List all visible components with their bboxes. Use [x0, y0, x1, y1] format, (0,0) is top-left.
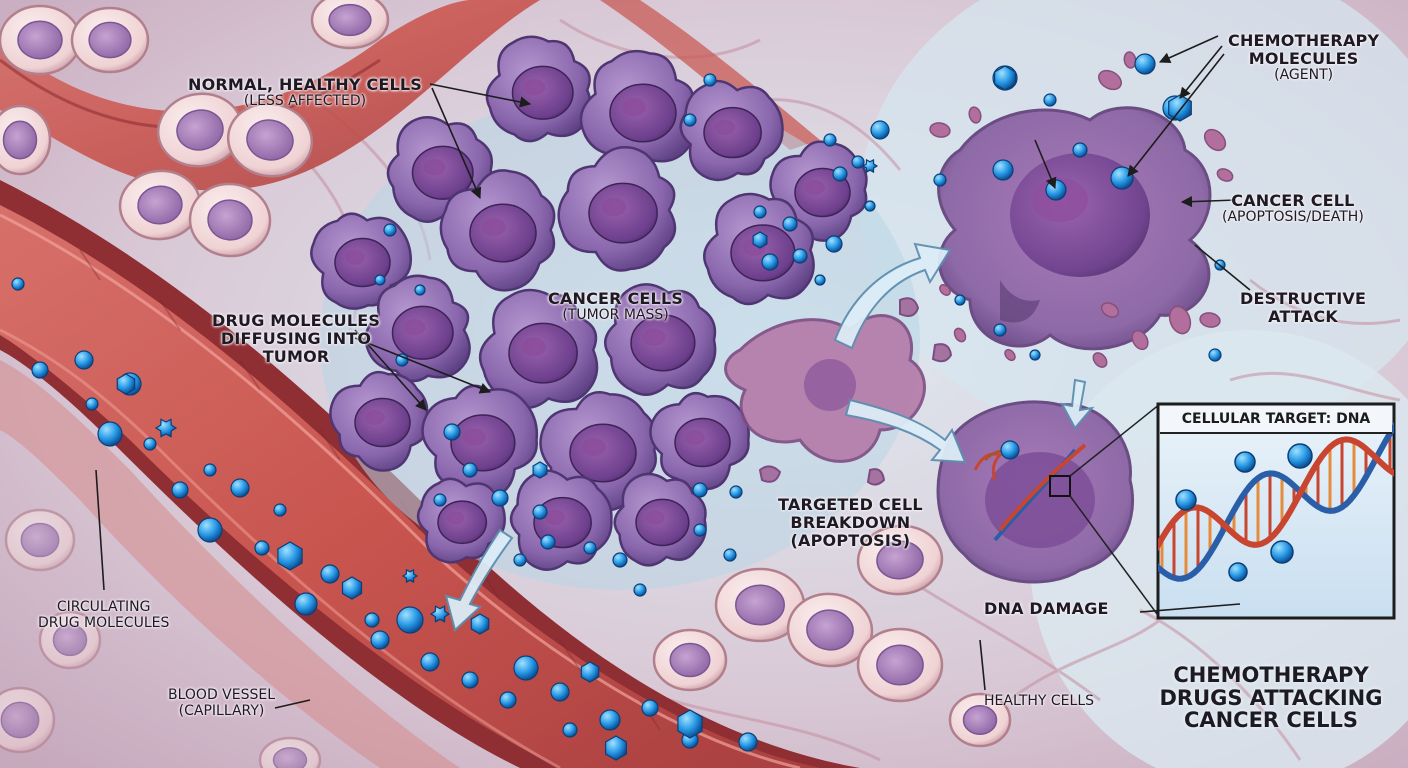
healthy-cell — [38, 610, 102, 670]
cancer-cell — [613, 472, 707, 567]
label-drug-diffusing: DRUG MOLECULES DIFFUSING INTO TUMOR — [212, 311, 381, 366]
tumor-mass — [310, 35, 868, 571]
cancer-cell — [364, 274, 471, 383]
label-normal-cells: NORMAL, HEALTHY CELLS (LESS AFFECTED) — [188, 75, 422, 109]
healthy-cell — [118, 169, 202, 241]
healthy-cell — [4, 508, 76, 572]
healthy-cell — [652, 628, 728, 692]
cancer-cell — [579, 49, 696, 167]
upper-vessel — [0, 0, 540, 191]
cancer-cell — [439, 169, 556, 292]
cancer-cell — [329, 370, 429, 472]
leader-lines — [95, 35, 1251, 709]
dna-damage-cell — [936, 400, 1135, 584]
cancer-cell — [478, 288, 599, 409]
label-dna-damage: DNA DAMAGE — [984, 599, 1109, 618]
healthy-cell — [226, 102, 314, 178]
cancer-cell — [310, 212, 413, 310]
label-targeted-breakdown: TARGETED CELL BREAKDOWN (APOPTOSIS) — [778, 495, 923, 550]
dna-inset — [1156, 402, 1396, 620]
diagram-title: CHEMOTHERAPY DRUGS ATTACKING CANCER CELL… — [1140, 664, 1402, 732]
healthy-cell — [0, 104, 52, 176]
dna-inset-title: CELLULAR TARGET: DNA — [1160, 406, 1392, 434]
title-line-3: CANCER CELLS — [1183, 708, 1359, 733]
healthy-cells-background — [0, 508, 322, 768]
title-line-1: CHEMOTHERAPY — [1173, 663, 1369, 687]
healthy-cell — [948, 692, 1012, 748]
label-blood-vessel: BLOOD VESSEL (CAPILLARY) — [168, 687, 276, 719]
healthy-cells-bottom — [652, 524, 1012, 748]
label-destructive-attack: DESTRUCTIVE ATTACK — [1240, 289, 1367, 326]
healthy-cell — [188, 182, 272, 258]
cancer-cell — [421, 384, 539, 499]
label-cancer-cell-apoptosis: CANCER CELL (APOPTOSIS/DEATH) — [1222, 191, 1364, 225]
cancer-cell — [679, 79, 784, 182]
title-line-2: DRUGS ATTACKING — [1159, 685, 1383, 710]
healthy-cell — [0, 4, 82, 76]
connective-fibers — [259, 18, 1401, 762]
healthy-cell — [0, 686, 56, 754]
dna-zoom-box — [1049, 475, 1071, 497]
apoptotic-cell-breakdown — [724, 297, 953, 486]
healthy-cell — [786, 592, 874, 668]
label-chemotherapy-molecules: CHEMOTHERAPY MOLECULES (AGENT) — [1228, 31, 1380, 83]
cancer-cell — [649, 391, 750, 492]
blood-vessel — [0, 180, 860, 768]
healthy-cell — [856, 524, 944, 596]
label-healthy-cells: HEALTHY CELLS — [984, 693, 1095, 709]
healthy-cell — [714, 567, 806, 643]
cancer-cell — [557, 145, 677, 272]
healthy-cell — [156, 92, 244, 168]
drug-molecules — [11, 53, 1226, 761]
healthy-cell — [70, 6, 150, 74]
flow-arrows — [444, 242, 1095, 632]
label-cancer-cells: CANCER CELLS (TUMOR MASS) — [548, 289, 684, 323]
healthy-cell — [258, 736, 322, 768]
cancer-cell — [604, 283, 717, 396]
healthy-cell — [856, 627, 944, 703]
healthy-cell — [310, 0, 390, 50]
healthy-cells-top-left — [0, 0, 390, 258]
label-circulating-molecules: CIRCULATING DRUG MOLECULES — [38, 599, 170, 631]
